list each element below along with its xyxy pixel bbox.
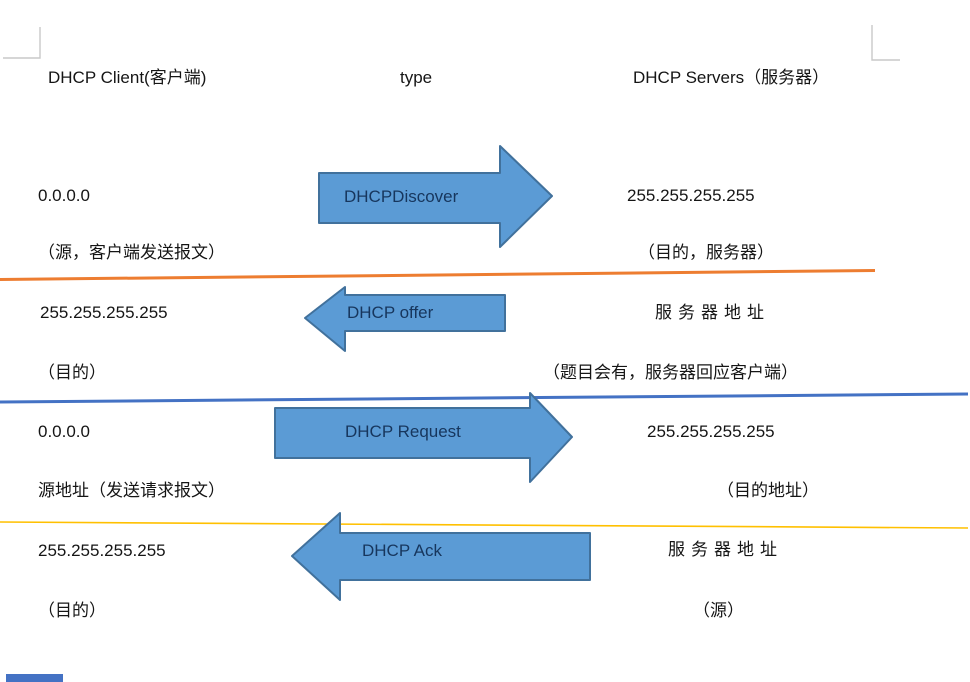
row4-server-note: （源） <box>693 601 744 620</box>
row1-client-note: （源，客户端发送报文） <box>38 243 225 262</box>
row1-server-note: （目的，服务器） <box>638 243 774 262</box>
row4-client-value: 255.255.255.255 <box>38 541 166 560</box>
dhcp-discover-arrow <box>318 145 553 248</box>
row2-arrow-label: DHCP offer <box>347 303 434 322</box>
row1-client-value: 0.0.0.0 <box>38 186 90 205</box>
row2-server-value: 服务器地址 <box>655 303 770 322</box>
header-type: type <box>400 68 433 87</box>
row2-client-value: 255.255.255.255 <box>40 303 168 322</box>
row3-arrow-label: DHCP Request <box>345 422 461 441</box>
dhcp-request-arrow <box>274 392 573 483</box>
cropped-blue-shape-stub <box>6 674 63 682</box>
row1-server-value: 255.255.255.255 <box>627 186 755 205</box>
blue-divider-line <box>0 392 969 404</box>
header-server: DHCP Servers（服务器） <box>633 68 830 87</box>
row3-client-note: 源地址（发送请求报文） <box>38 481 225 500</box>
header-client: DHCP Client(客户端) <box>48 68 207 87</box>
orange-divider-line <box>0 269 876 281</box>
row4-arrow-label: DHCP Ack <box>362 541 442 560</box>
row3-server-note: （目的地址） <box>717 481 819 500</box>
page-margin-mark-top-left <box>3 27 41 59</box>
dhcp-offer-arrow <box>304 286 506 352</box>
page-margin-mark-top-right <box>871 25 900 61</box>
row3-server-value: 255.255.255.255 <box>647 422 775 441</box>
row4-server-value: 服务器地址 <box>668 540 783 559</box>
row2-client-note: （目的） <box>38 363 106 382</box>
row1-arrow-label: DHCPDiscover <box>344 187 459 206</box>
row3-client-value: 0.0.0.0 <box>38 422 90 441</box>
row4-client-note: （目的） <box>38 601 106 620</box>
dhcp-ack-arrow <box>291 512 591 601</box>
row2-server-note: （题目会有，服务器回应客户端） <box>543 363 798 382</box>
yellow-divider-line <box>0 521 969 529</box>
